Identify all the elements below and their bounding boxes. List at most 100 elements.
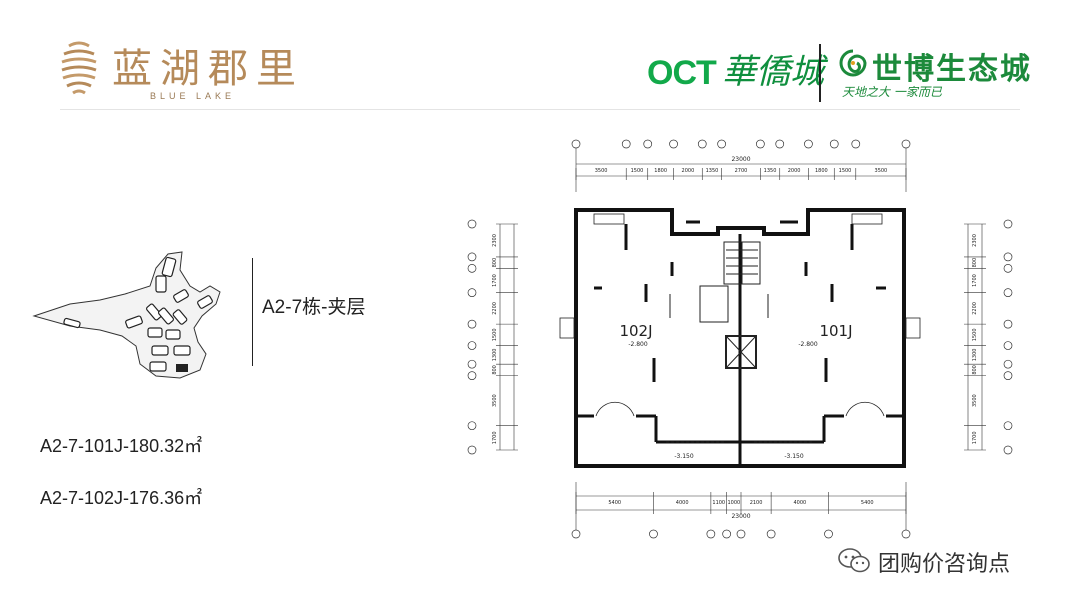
dimension-label: 5400	[861, 500, 874, 506]
axis-marker	[1003, 263, 1013, 273]
axis-marker	[467, 359, 477, 369]
axis-marker	[1003, 371, 1013, 380]
dimension-label: 1100	[712, 500, 725, 506]
dimension-label: 1700	[972, 431, 978, 444]
dimension-label: 1700	[492, 431, 498, 444]
logo-divider	[819, 44, 821, 102]
dimension-label: 2100	[750, 500, 763, 506]
axis-marker	[824, 529, 833, 539]
interior-walls	[576, 220, 904, 466]
site-map-image	[32, 251, 221, 379]
dimension-label: 1350	[764, 168, 777, 174]
axis-marker	[621, 139, 631, 149]
axis-marker	[467, 445, 477, 455]
axis-marker	[717, 139, 726, 149]
dimension-label: 1700	[972, 274, 978, 287]
axis-marker	[756, 139, 765, 149]
dimension-label: 1800	[815, 168, 828, 174]
dimension-label: 1500	[492, 328, 498, 341]
axis-marker	[1003, 341, 1013, 350]
dimension-label: 4000	[793, 500, 806, 506]
unit-area-101j: A2-7-101J-180.32㎡	[40, 436, 203, 456]
level-mark-bottom-left: -3.150	[674, 453, 694, 460]
axis-marker	[736, 529, 746, 539]
axis-marker	[467, 319, 477, 329]
axis-marker	[829, 139, 839, 149]
dimension-label: 2000	[788, 168, 801, 174]
axis-marker	[1003, 359, 1013, 369]
axis-marker	[722, 529, 732, 539]
top-dimension-labels: 3500 1500 1800 2000 1350 2700 1350 2000 1800 1500…	[575, 168, 907, 180]
unit-label-102j: 102J	[619, 322, 652, 340]
brand-name: 蓝湖郡里	[112, 46, 304, 92]
balconies	[559, 213, 921, 443]
brand-subtitle: BLUE LAKE	[150, 91, 236, 101]
dimension-label: 1350	[706, 168, 719, 174]
dimension-label: 3500	[492, 394, 498, 407]
dimension-label: 800	[492, 365, 498, 375]
dimension-label: 2200	[972, 302, 978, 315]
axis-marker	[901, 529, 911, 539]
axis-marker	[467, 288, 477, 298]
side-dimension-lines	[499, 224, 983, 450]
axis-marker	[467, 252, 477, 262]
dimension-label: 1300	[972, 349, 978, 362]
dimension-label: 2200	[492, 302, 498, 315]
dimension-label: 2000	[682, 168, 695, 174]
dimension-label: 3500	[972, 394, 978, 407]
level-mark-right: -2.800	[798, 341, 818, 348]
axis-marker	[1003, 445, 1013, 455]
dimension-label: 4000	[676, 500, 689, 506]
wechat-icon	[838, 548, 870, 573]
axis-marker	[1003, 288, 1013, 298]
bottom-axis-markers	[571, 529, 911, 539]
unit-area-102j: A2-7-102J-176.36㎡	[40, 488, 203, 508]
dimension-label: 2300	[972, 234, 978, 247]
vertical-divider	[252, 258, 253, 366]
watermark-text: 团购价咨询点	[878, 551, 1011, 576]
axis-marker	[467, 341, 477, 350]
target-building-marker	[176, 364, 188, 372]
axis-marker	[467, 421, 477, 431]
axis-marker	[697, 139, 707, 149]
dimension-label: 5400	[608, 500, 621, 506]
bottom-total-dimension: 23000	[731, 513, 750, 520]
building-label: A2-7栋-夹层	[262, 297, 366, 318]
dimension-label: 2700	[735, 168, 748, 174]
dimension-label: 1500	[839, 168, 852, 174]
level-mark-left: -2.800	[628, 341, 648, 348]
dimension-label: 3500	[595, 168, 608, 174]
axis-marker	[851, 139, 861, 149]
dimension-label: 3500	[875, 168, 888, 174]
axis-marker	[1003, 219, 1013, 229]
top-axis-markers	[571, 139, 911, 149]
axis-marker	[571, 139, 581, 149]
axis-marker	[649, 529, 658, 539]
dimension-label: 1500	[631, 168, 644, 174]
right-axis-markers	[1003, 219, 1013, 455]
shibo-logo: 世博生态城	[872, 52, 1032, 87]
axis-marker	[804, 139, 813, 149]
exterior-walls	[574, 208, 906, 468]
axis-marker	[775, 139, 785, 149]
dimension-label: 800	[972, 365, 978, 375]
oct-chinese-logo: 華僑城	[722, 52, 824, 92]
axis-marker	[706, 529, 716, 539]
dimension-label: 2300	[492, 234, 498, 247]
header-divider	[60, 109, 1020, 110]
axis-marker	[1003, 421, 1013, 431]
shibo-swirl-icon	[839, 49, 867, 77]
axis-marker	[1003, 319, 1013, 329]
floor-plan-drawing: 23000 3500 1500 1800 2000 1350 2700 1350 2000 18…	[467, 139, 1013, 539]
dimension-label: 1800	[654, 168, 667, 174]
dimension-label: 1700	[492, 274, 498, 287]
shibo-slogan: 天地之大 一家而已	[842, 85, 942, 99]
dimension-label: 800	[972, 258, 978, 268]
blue-lake-logo-icon	[61, 41, 97, 95]
axis-marker	[467, 371, 477, 380]
axis-marker	[467, 219, 477, 229]
axis-marker	[467, 263, 477, 273]
